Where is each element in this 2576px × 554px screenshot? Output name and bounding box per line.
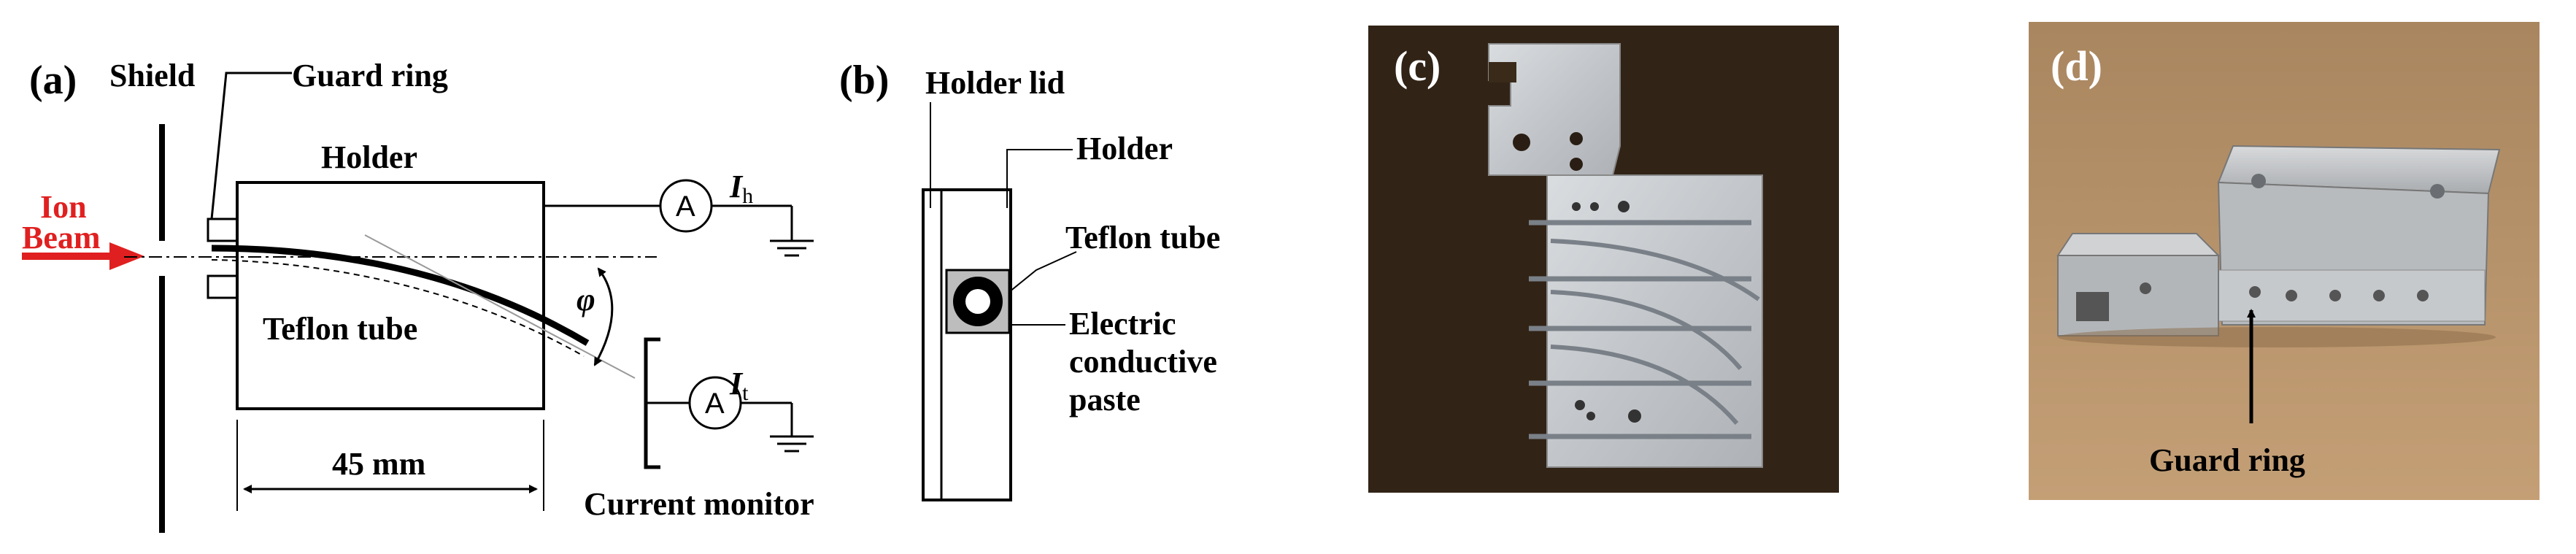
teflon-tube-inner [211,259,585,357]
guard-ring-lower [207,274,239,299]
small-block-top [2056,233,2221,256]
guard-hole-2 [2286,290,2297,301]
beam-arrow-shaft [22,253,109,260]
it-ammeter-symbol: A [705,388,725,420]
guard-ring-upper [207,218,239,242]
lid-hole-3 [1570,158,1583,171]
panel-a: (a) Shield Guard ring Ion Beam Holder Te… [22,58,814,533]
guard-ring-d-label: Guard ring [2149,442,2305,478]
angle-label: φ [576,282,595,318]
curved-groove-2 [1550,290,1743,370]
angle-arc [593,267,614,366]
beam-label: Beam [22,220,101,255]
ion-label: Ion [40,189,87,225]
guard-ring-label: Guard ring [292,58,448,93]
teflon-tube-b-label: Teflon tube [1065,220,1220,255]
screw-2 [2430,184,2445,199]
guard-hole-3 [2329,290,2341,301]
tube-exit-line [364,234,636,379]
holder-body [922,188,1012,501]
tube-bore [965,289,990,314]
panel-a-label: (a) [29,58,77,103]
holder-b-label: Holder [1076,131,1173,166]
curved-groove-3 [1550,345,1739,425]
panel-d-photo: Guard ring (d) [2029,22,2540,500]
ih-label: Ih [729,169,753,208]
small-block-hole [2140,282,2151,294]
screw-1 [2251,174,2266,188]
guard-hole-4 [2373,290,2385,301]
panel-b: (b) Holder lid Holder Teflon tube Electr… [839,58,1220,501]
holder-plate [1546,174,1763,468]
plate-hole-6 [1628,409,1641,423]
lid-hole-2 [1570,132,1583,145]
lid-hole-1 [1513,134,1530,151]
teflon-tube-curve [211,245,590,346]
small-block-slot [2076,292,2109,321]
plate-hole-2 [1590,202,1599,211]
panel-c-photo: (c) [1368,26,1839,493]
panel-b-label: (b) [839,58,889,103]
teflon-tube-label: Teflon tube [263,311,417,347]
guard-hole-1 [2249,286,2261,298]
shield-label: Shield [109,58,195,93]
dimension-label: 45 mm [332,446,425,482]
lid-slot [1489,62,1516,82]
plate-hole-1 [1572,202,1581,211]
plate-hole-5 [1586,412,1595,420]
plate-hole-4 [1575,400,1585,410]
paste-label-line2: conductive [1069,344,1217,380]
holder-label: Holder [321,139,417,175]
panel-d-label: (d) [2051,42,2102,90]
plate-hole-3 [1618,201,1630,212]
shadow [2058,327,2496,347]
paste-label-line3: paste [1069,382,1141,418]
ih-ammeter-symbol: A [676,191,695,223]
holder-leader [1006,149,1073,208]
teflon-tube-leader [1009,251,1077,293]
it-label: It [729,366,749,405]
guard-hole-5 [2417,290,2429,301]
paste-label-line1: Electric [1069,306,1176,342]
panel-c-label: (c) [1394,42,1441,90]
guard-ring-strip [2218,269,2486,322]
curved-groove-1 [1550,239,1760,301]
guard-ring-leader [210,72,292,220]
current-monitor-label: Current monitor [584,486,814,522]
holder-lid-label: Holder lid [925,65,1065,101]
